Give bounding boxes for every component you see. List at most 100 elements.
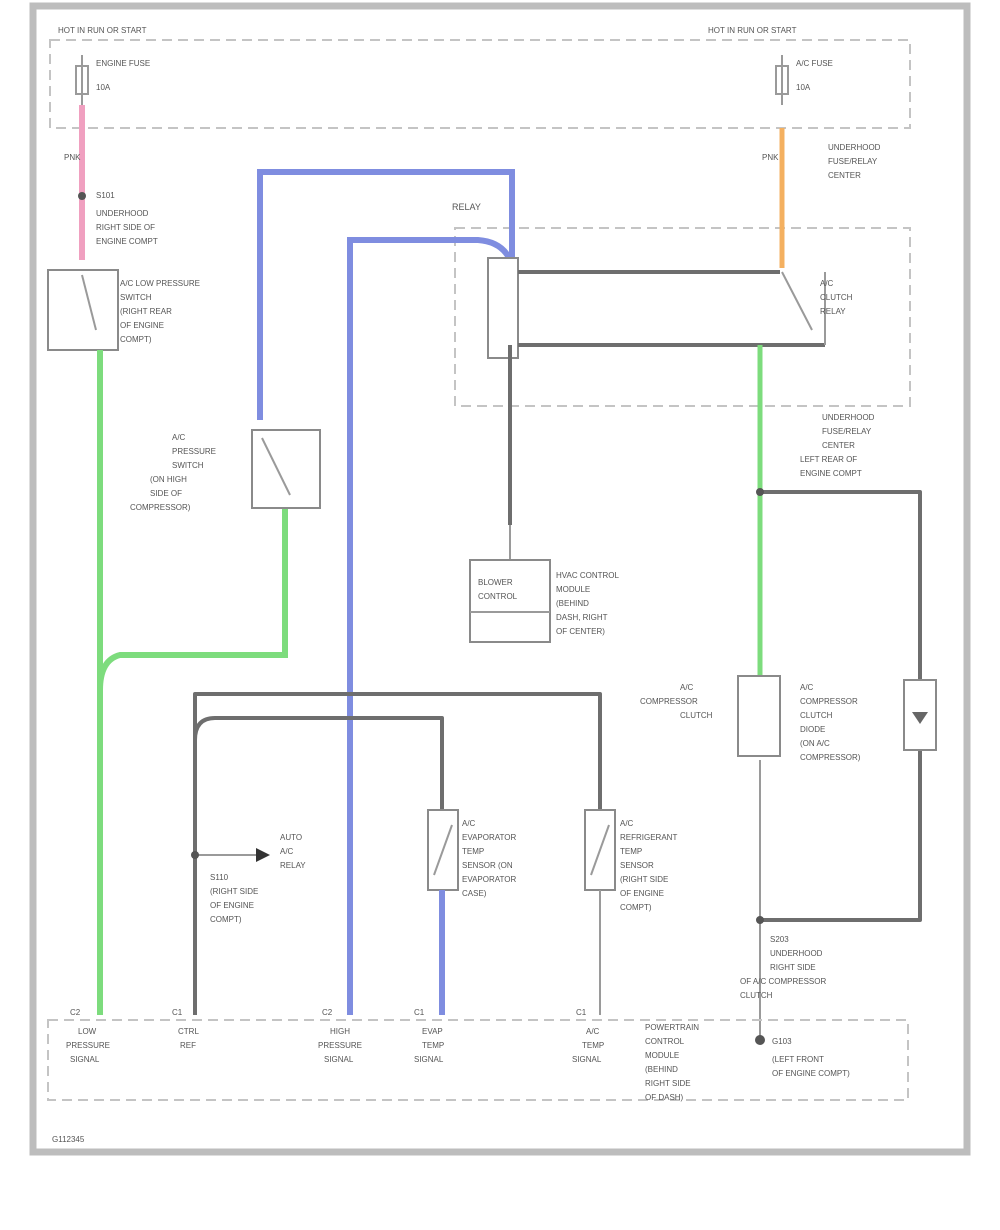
svg-text:A/C: A/C [620,819,634,828]
svg-text:UNDERHOOD: UNDERHOOD [822,413,875,422]
svg-text:TEMP: TEMP [582,1041,604,1050]
high-pressure-switch-box [251,429,321,509]
svg-text:OF CENTER): OF CENTER) [556,627,605,636]
svg-text:(LEFT FRONT: (LEFT FRONT [772,1055,824,1064]
svg-text:S110: S110 [210,873,229,882]
svg-text:CLUTCH: CLUTCH [680,711,713,720]
svg-text:CONTROL: CONTROL [645,1037,685,1046]
svg-text:COMPT): COMPT) [210,915,242,924]
relay-box-outline [454,227,911,407]
low-pressure-switch-contact [81,274,97,331]
svg-text:COMPRESSOR: COMPRESSOR [640,697,698,706]
pin-evap-temp: C1 EVAP TEMP SIGNAL [414,1008,444,1064]
svg-text:(RIGHT REAR: (RIGHT REAR [120,307,172,316]
ground-label: G103 (LEFT FRONT OF ENGINE COMPT) [772,1037,850,1078]
svg-text:FUSE/RELAY: FUSE/RELAY [828,157,878,166]
evap-sensor-label: A/C EVAPORATOR TEMP SENSOR (ON EVAPORATO… [462,819,516,898]
svg-text:HIGH: HIGH [330,1027,350,1036]
svg-text:(BEHIND: (BEHIND [556,599,589,608]
high-pressure-switch-contact [261,437,291,496]
splice-s101-id: S101 [96,191,115,200]
left-fuse-rating: 10A [96,83,111,92]
svg-text:EVAPORATOR: EVAPORATOR [462,833,516,842]
right-fuse: A/C FUSE 10A [775,55,833,105]
diagram-frame [29,2,971,1156]
pin-ctrl-ref: C1 CTRL REF [172,1008,199,1050]
wire-label-pink: PNK [64,153,81,162]
compressor-clutch-box [737,675,781,757]
s110-label: S110 (RIGHT SIDE OF ENGINE COMPT) [210,873,258,924]
svg-text:SIGNAL: SIGNAL [70,1055,100,1064]
header-right-label: HOT IN RUN OR START [708,26,797,35]
blower-control-label-1: BLOWER [478,578,513,587]
svg-text:A/C: A/C [680,683,694,692]
svg-text:SIGNAL: SIGNAL [572,1055,602,1064]
svg-text:COMPRESSOR): COMPRESSOR) [800,753,861,762]
wire-gray-sensor-ref-2 [193,692,602,820]
right-box-desc: UNDERHOOD FUSE/RELAY CENTER LEFT REAR OF… [800,413,875,478]
svg-text:LOW: LOW [78,1027,97,1036]
svg-text:SENSOR: SENSOR [620,861,654,870]
svg-text:PRESSURE: PRESSURE [318,1041,362,1050]
left-fuse: ENGINE FUSE 10A [75,55,150,105]
wire-gray-diode-loop [760,490,922,922]
pin-low-pressure: C2 LOW PRESSURE SIGNAL [66,1008,110,1064]
svg-text:SWITCH: SWITCH [120,293,152,302]
relay-coil [487,257,519,359]
svg-text:DIODE: DIODE [800,725,825,734]
svg-text:RIGHT SIDE: RIGHT SIDE [770,963,816,972]
svg-text:C1: C1 [172,1008,183,1017]
svg-text:(BEHIND: (BEHIND [645,1065,678,1074]
ground-icon [755,1035,765,1045]
svg-text:COMPT): COMPT) [620,903,652,912]
left-fuse-name: ENGINE FUSE [96,59,150,68]
svg-text:LEFT REAR OF: LEFT REAR OF [800,455,857,464]
relay-box-label: RELAY [452,202,481,212]
splice-s110-dot [191,851,199,859]
svg-text:CASE): CASE) [462,889,487,898]
low-pressure-switch-label: A/C LOW PRESSURE SWITCH (RIGHT REAR OF E… [120,279,200,344]
splice-diode-top [756,488,764,496]
splice-s203-dot [756,916,764,924]
svg-text:CENTER: CENTER [822,441,855,450]
svg-text:COMPRESSOR: COMPRESSOR [800,697,858,706]
orange-desc: UNDERHOOD FUSE/RELAY CENTER [828,143,881,180]
svg-text:SIGNAL: SIGNAL [414,1055,444,1064]
svg-text:SENSOR (ON: SENSOR (ON [462,861,513,870]
svg-text:(ON HIGH: (ON HIGH [150,475,187,484]
svg-text:OF ENGINE: OF ENGINE [620,889,664,898]
svg-text:A/C: A/C [172,433,186,442]
svg-text:OF ENGINE: OF ENGINE [120,321,164,330]
svg-text:SIGNAL: SIGNAL [324,1055,354,1064]
svg-text:CLUTCH: CLUTCH [800,711,833,720]
svg-text:CENTER: CENTER [828,171,861,180]
svg-text:REFRIGERANT: REFRIGERANT [620,833,677,842]
svg-text:COMPRESSOR): COMPRESSOR) [130,503,191,512]
splice-s101-dot [78,192,86,200]
compressor-clutch-label: A/C COMPRESSOR CLUTCH [640,683,713,720]
svg-text:MODULE: MODULE [645,1051,679,1060]
svg-text:MODULE: MODULE [556,585,590,594]
relay-contact [781,271,813,331]
auto-relay-arrow-icon [256,848,270,862]
svg-text:A/C: A/C [462,819,476,828]
svg-text:EVAPORATOR: EVAPORATOR [462,875,516,884]
svg-text:REF: REF [180,1041,196,1050]
svg-text:C1: C1 [576,1008,587,1017]
blower-control-label-2: CONTROL [478,592,518,601]
svg-text:C2: C2 [322,1008,333,1017]
svg-text:(ON A/C: (ON A/C [800,739,830,748]
svg-text:SIDE OF: SIDE OF [150,489,182,498]
svg-text:SWITCH: SWITCH [172,461,204,470]
svg-text:PRESSURE: PRESSURE [66,1041,110,1050]
svg-text:A/C: A/C [800,683,814,692]
wire-green-branch [97,505,288,691]
svg-text:RELAY: RELAY [820,307,846,316]
svg-text:A/C: A/C [586,1027,600,1036]
high-pressure-switch-label: A/C PRESSURE SWITCH (ON HIGH SIDE OF COM… [130,433,216,512]
pin-high-pressure: C2 HIGH PRESSURE SIGNAL [318,1008,362,1064]
svg-text:PRESSURE: PRESSURE [172,447,216,456]
svg-text:(RIGHT SIDE: (RIGHT SIDE [620,875,668,884]
clutch-diode-label: A/C COMPRESSOR CLUTCH DIODE (ON A/C COMP… [800,683,861,762]
splice-s101-desc-3: ENGINE COMPT [96,237,158,246]
